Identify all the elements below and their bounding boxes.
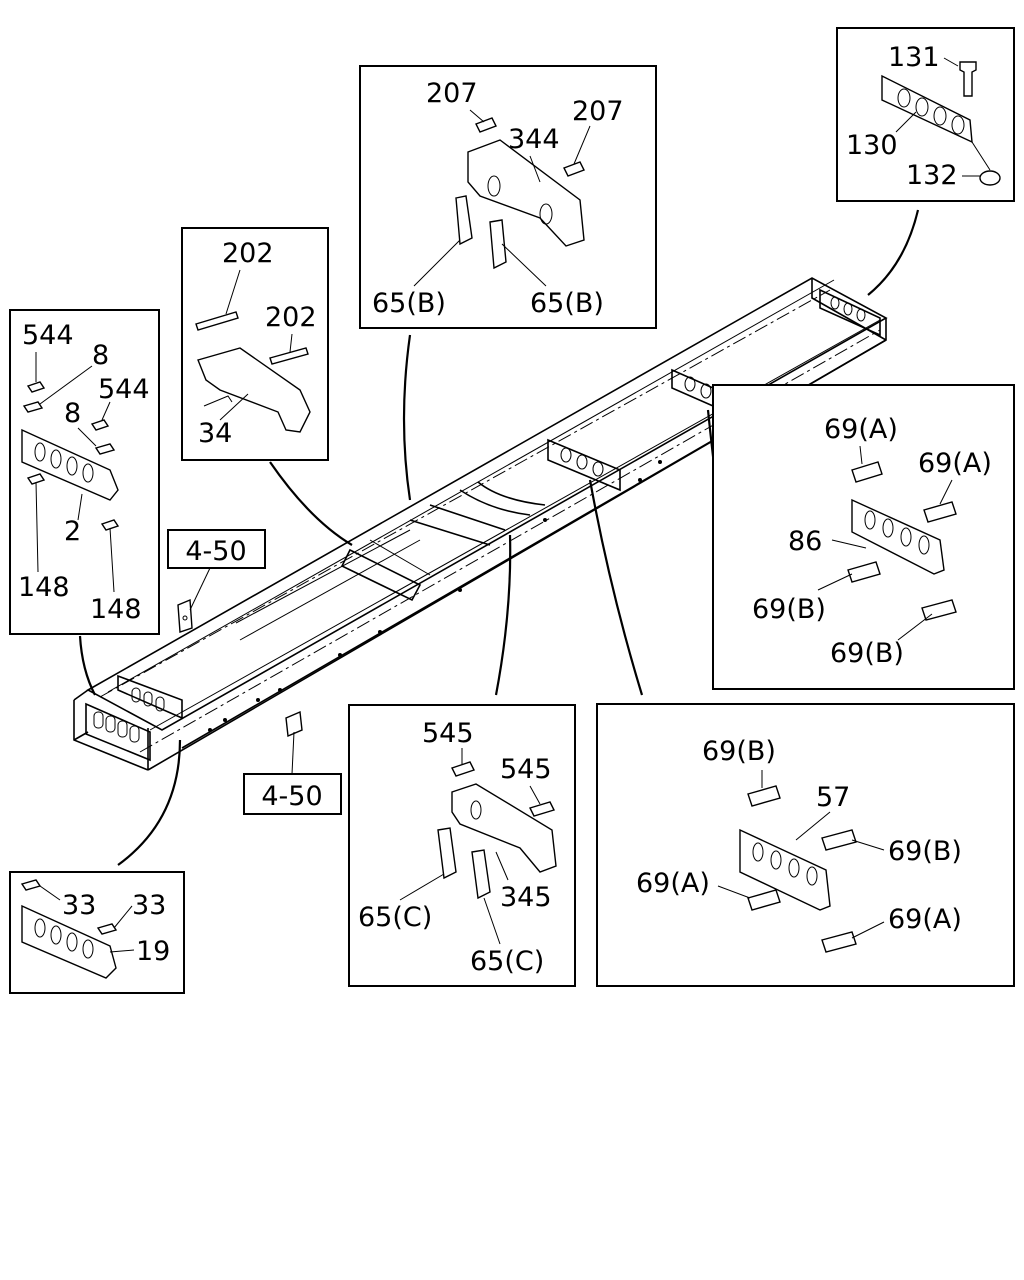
part-label-65b-a: 65(B): [372, 288, 446, 319]
part-label-544-a: 544: [22, 320, 74, 351]
detail-rear-crossmember: 69(A) 69(A) 86 69(B) 69(B): [712, 384, 1015, 690]
part-label-69b-d: 69(B): [888, 836, 962, 867]
part-label-69b-a: 69(B): [752, 594, 826, 625]
detail-third-crossmember: 207 207 344 65(B) 65(B): [359, 65, 657, 329]
part-label-33-a: 33: [62, 890, 96, 921]
part-label-148-b: 148: [90, 594, 142, 625]
part-label-19: 19: [136, 936, 170, 967]
part-label-148-a: 148: [18, 572, 70, 603]
detail-bumper-crossmember: 33 33 19: [9, 871, 185, 994]
part-label-207-a: 207: [426, 78, 478, 109]
part-label-69a-c: 69(A): [636, 868, 710, 899]
part-label-69b-b: 69(B): [830, 638, 904, 669]
part-label-207-b: 207: [572, 96, 624, 127]
part-label-65c-a: 65(C): [358, 902, 432, 933]
part-label-69a-a: 69(A): [824, 414, 898, 445]
part-label-8-a: 8: [92, 340, 109, 371]
reference-box-left[interactable]: 4-50: [167, 529, 266, 611]
detail-front-crossmember: 544 8 544 8 2 148 148: [9, 309, 160, 635]
part-label-544-b: 544: [98, 374, 150, 405]
part-label-33-b: 33: [132, 890, 166, 921]
part-label-65b-b: 65(B): [530, 288, 604, 319]
reference-label-left: 4-50: [185, 536, 246, 567]
part-label-130: 130: [846, 130, 898, 161]
part-label-202-b: 202: [265, 302, 317, 333]
part-label-69a-b: 69(A): [918, 448, 992, 479]
detail-fifth-crossmember: 69(B) 57 69(B) 69(A) 69(A): [596, 703, 1015, 987]
bracket-left: [177, 598, 193, 633]
part-label-344: 344: [508, 124, 560, 155]
part-label-545-a: 545: [422, 718, 474, 749]
part-label-34: 34: [198, 418, 232, 449]
part-label-69b-c: 69(B): [702, 736, 776, 767]
reference-label-bottom: 4-50: [261, 781, 322, 812]
detail-fourth-crossmember: 545 545 345 65(C) 65(C): [348, 704, 576, 987]
part-label-2: 2: [64, 516, 81, 547]
part-label-86: 86: [788, 526, 822, 557]
part-label-545-b: 545: [500, 754, 552, 785]
part-label-8-b: 8: [64, 398, 81, 429]
part-label-345: 345: [500, 882, 552, 913]
part-label-69a-d: 69(A): [888, 904, 962, 935]
detail-rear-end: 131 130 132: [836, 27, 1015, 202]
part-label-57: 57: [816, 782, 850, 813]
part-label-131: 131: [888, 42, 940, 73]
part-label-132: 132: [906, 160, 958, 191]
part-label-65c-b: 65(C): [470, 946, 544, 977]
leader-curves: [78, 209, 920, 866]
detail-second-crossmember: 202 202 34: [181, 227, 329, 461]
bracket-bottom: [285, 710, 303, 738]
part-label-202-a: 202: [222, 238, 274, 269]
reference-box-bottom[interactable]: 4-50: [243, 731, 342, 815]
